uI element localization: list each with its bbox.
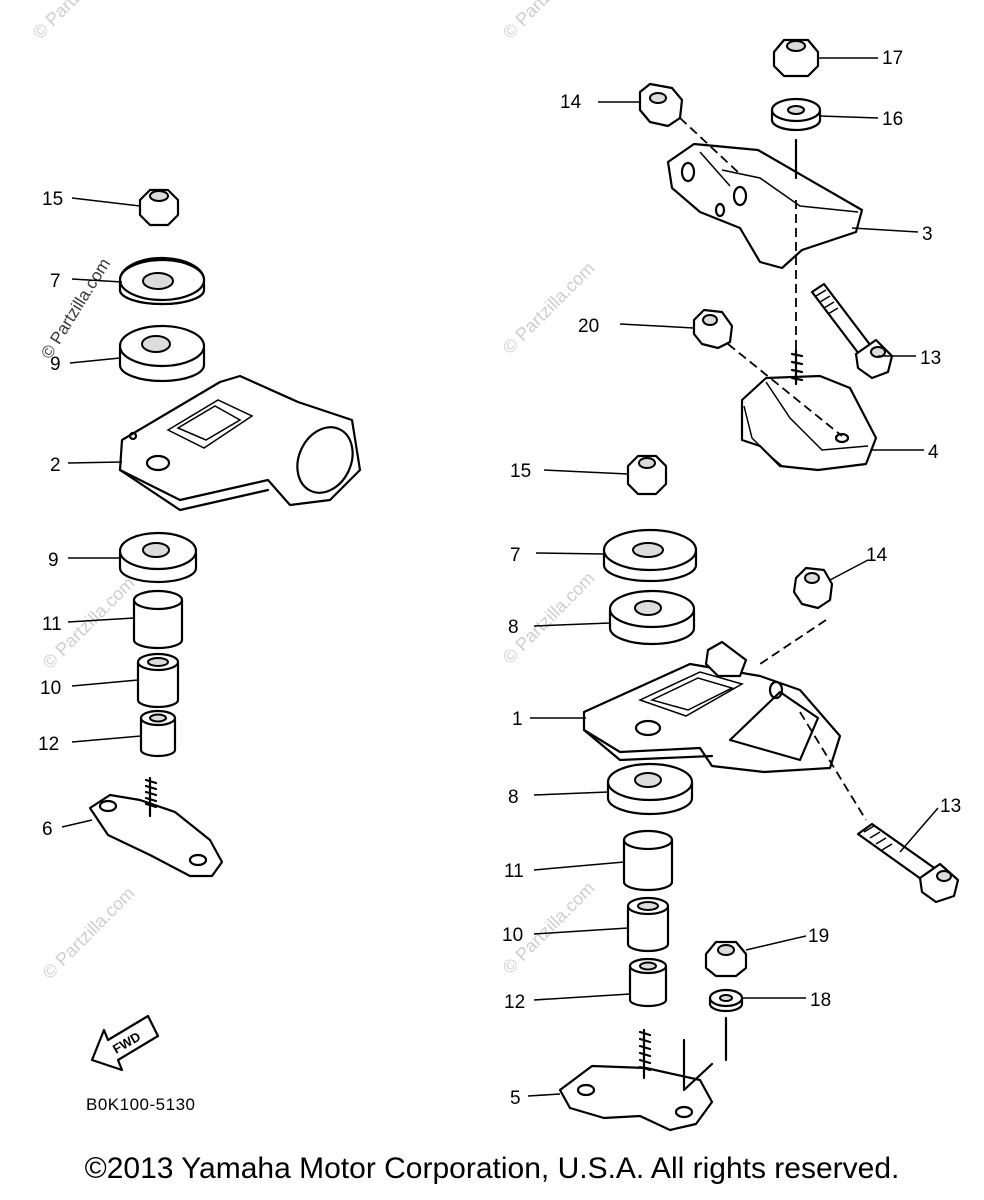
- part-labels: 15 7 9 2 9 11 10 12 6 17 16 14 3 20 13 4…: [38, 48, 961, 1109]
- watermark-text: © Partzilla.com: [499, 0, 599, 43]
- watermark-text: © Partzilla.com: [499, 258, 599, 358]
- label-20: 20: [578, 316, 599, 337]
- label-7: 7: [510, 545, 521, 566]
- label-13: 13: [920, 348, 941, 369]
- part-14-nut-top: [638, 82, 684, 128]
- label-1: 1: [512, 709, 523, 730]
- part-2-bracket: [118, 374, 362, 512]
- part-7-washer-right: [602, 528, 698, 583]
- part-20-nut: [692, 308, 734, 350]
- part-13-bolt-top: [810, 282, 894, 380]
- copyright-notice: ©2013 Yamaha Motor Corporation, U.S.A. A…: [84, 1152, 900, 1185]
- label-14: 14: [560, 92, 582, 113]
- part-19-nut: [704, 940, 748, 978]
- part-4-mount: [740, 348, 878, 472]
- part-1-bracket: [582, 640, 842, 774]
- label-3: 3: [922, 224, 933, 245]
- label-18: 18: [810, 990, 831, 1011]
- label-15: 15: [510, 461, 531, 482]
- label-11: 11: [42, 614, 62, 635]
- label-15: 15: [42, 189, 63, 210]
- leader-lines-right: [527, 57, 939, 1097]
- part-7-washer: [118, 256, 206, 306]
- label-5: 5: [510, 1088, 521, 1109]
- label-8: 8: [508, 617, 519, 638]
- watermark-text: © Partzilla.com: [37, 255, 114, 362]
- part-9-grommet-lower: [118, 531, 198, 584]
- label-13: 13: [940, 796, 961, 817]
- label-2: 2: [50, 455, 61, 476]
- part-11-collar: [132, 589, 184, 650]
- label-12: 12: [38, 734, 59, 755]
- label-12: 12: [504, 992, 525, 1013]
- part-10-collar-right: [626, 896, 670, 953]
- part-11-collar-right: [622, 829, 674, 892]
- label-10: 10: [502, 925, 523, 946]
- part-14-nut-mid: [792, 566, 834, 610]
- assembly-lines-top: [679, 117, 843, 437]
- part-10-collar: [136, 652, 180, 709]
- part-13-bolt-lower: [856, 822, 960, 904]
- watermark-text: © Partzilla.com: [39, 883, 139, 983]
- reference-code: B0K100-5130: [86, 1095, 195, 1114]
- part-12-collar-right: [628, 957, 668, 1008]
- label-8: 8: [508, 787, 519, 808]
- label-9: 9: [48, 550, 59, 571]
- fwd-arrow-icon: FWD: [90, 1014, 160, 1072]
- label-16: 16: [882, 109, 903, 130]
- label-19: 19: [808, 926, 829, 947]
- part-18-washer: [708, 988, 744, 1013]
- label-7: 7: [50, 271, 61, 292]
- label-17: 17: [882, 48, 903, 69]
- part-16-washer: [770, 97, 822, 132]
- part-8-grommet-lower: [606, 762, 694, 816]
- part-15-nut: [138, 188, 180, 227]
- label-6: 6: [42, 819, 53, 840]
- part-6-mount: [88, 776, 224, 878]
- part-8-grommet-upper: [608, 589, 696, 646]
- label-11: 11: [504, 861, 524, 882]
- watermark-text: © Partzilla.com: [29, 0, 129, 43]
- part-15-nut-right: [626, 454, 668, 496]
- part-9-grommet-upper: [118, 324, 206, 383]
- leader-lines-left: [61, 197, 142, 828]
- part-3-bracket: [666, 142, 864, 270]
- label-14: 14: [866, 545, 888, 566]
- part-17-nut: [772, 38, 820, 78]
- assembly-lines-lower: [682, 619, 867, 1092]
- label-9: 9: [50, 354, 61, 375]
- label-4: 4: [928, 442, 939, 463]
- label-10: 10: [40, 678, 61, 699]
- part-5-mount: [558, 1028, 714, 1132]
- part-12-collar: [139, 709, 177, 758]
